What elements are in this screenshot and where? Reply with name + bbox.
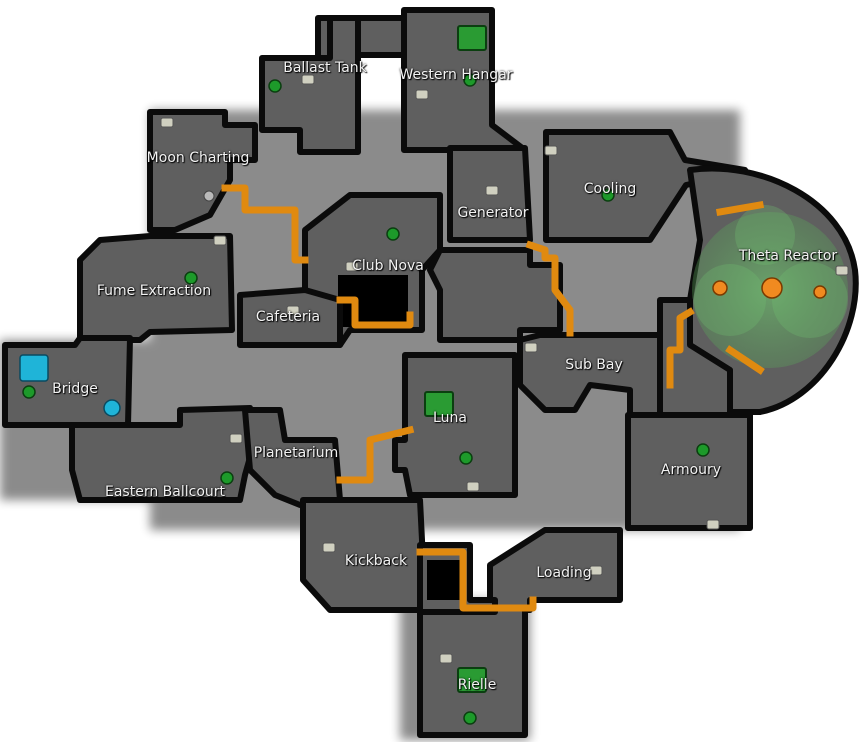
room-moon-charting[interactable] — [147, 109, 258, 233]
camera-icon — [213, 235, 227, 246]
corridor-mid — [427, 247, 563, 343]
camera-icon — [345, 261, 359, 272]
room-cafeteria[interactable] — [237, 287, 343, 348]
label-kickback: Kickback — [344, 553, 408, 569]
task-icon — [268, 79, 282, 93]
task-icon — [184, 271, 198, 285]
task-icon — [22, 385, 36, 399]
vent-lines — [221, 184, 765, 612]
camera-icon — [485, 185, 499, 196]
camera-icon — [415, 89, 429, 100]
camera-icon — [286, 305, 300, 316]
camera-icons — [160, 74, 849, 664]
sabotage-icon — [813, 285, 827, 299]
label-ballast-tank: Ballast Tank — [283, 60, 367, 76]
sabotage-icon — [712, 280, 728, 296]
label-armoury: Armoury — [660, 462, 722, 478]
camera-icon — [589, 565, 603, 576]
label-rielle: Rielle — [457, 677, 497, 693]
room-luna[interactable] — [392, 352, 518, 498]
label-cooling: Cooling — [583, 181, 637, 197]
task-icon — [457, 667, 487, 693]
label-fume-extraction: Fume Extraction — [96, 283, 212, 299]
sabotage-icon — [761, 277, 783, 299]
camera-icon — [835, 265, 849, 276]
task-icon — [386, 227, 400, 241]
task-icon — [601, 188, 615, 202]
camera-icon — [160, 117, 174, 128]
label-cafeteria: Cafeteria — [255, 309, 321, 325]
label-club-nova: Club Nova — [352, 258, 424, 274]
label-sub-bay: Sub Bay — [565, 357, 623, 373]
camera-icon — [544, 145, 558, 156]
camera-icon — [322, 542, 336, 553]
label-western-hangar: Western Hangar — [399, 67, 513, 83]
label-moon-charting: Moon Charting — [146, 150, 250, 166]
admin-icon — [103, 399, 121, 417]
label-planetarium: Planetarium — [253, 445, 339, 461]
task-icon — [463, 73, 477, 87]
camera-icon — [706, 519, 720, 530]
camera-icon — [439, 653, 453, 664]
task-icon — [424, 391, 454, 417]
task-icon — [459, 451, 473, 465]
kickback-pit — [427, 560, 465, 600]
task-icon — [220, 471, 234, 485]
task-icon — [463, 711, 477, 725]
label-bridge: Bridge — [52, 381, 98, 397]
sabotage-icons — [19, 190, 827, 417]
camera-icon — [466, 481, 480, 492]
label-generator: Generator — [457, 205, 529, 221]
camera-icon — [524, 342, 538, 353]
label-theta-reactor: Theta Reactor — [738, 248, 838, 264]
task-icons — [22, 25, 710, 725]
task-icon — [457, 25, 487, 51]
admin-icon — [19, 354, 49, 382]
vent-icon — [203, 190, 215, 202]
room-sub-bay[interactable] — [517, 332, 668, 418]
camera-icon — [229, 433, 243, 444]
task-icon — [696, 443, 710, 457]
camera-icon — [301, 74, 315, 85]
label-eastern-ballcourt: Eastern Ballcourt — [105, 484, 225, 500]
room-armoury[interactable] — [625, 412, 753, 531]
room-ballast-tank[interactable] — [259, 15, 361, 155]
label-loading: Loading — [536, 565, 592, 581]
label-luna: Luna — [433, 410, 467, 426]
